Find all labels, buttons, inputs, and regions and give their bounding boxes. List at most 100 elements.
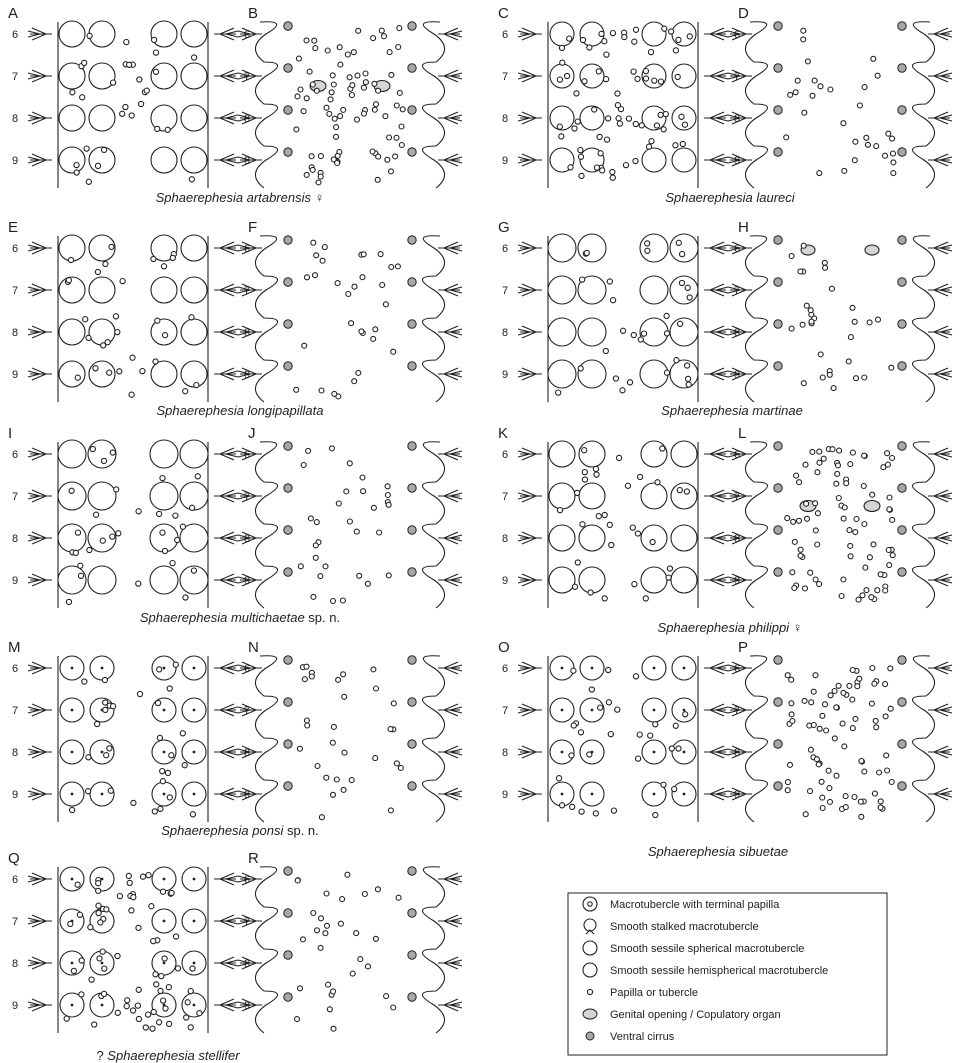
papilla [810, 721, 817, 729]
papilla [614, 706, 621, 713]
papilla [797, 552, 804, 559]
macrotubercle [577, 317, 607, 347]
ventral-cirrus [407, 483, 417, 493]
papilla [65, 598, 73, 606]
papilla [884, 450, 891, 457]
terminal-papilla [652, 750, 656, 754]
ventral-cirrus [407, 739, 417, 749]
parapodium-chaetae [928, 153, 953, 167]
papilla [857, 798, 864, 805]
papilla [395, 43, 402, 51]
papilla [556, 506, 564, 514]
papilla [296, 985, 304, 992]
papilla [598, 30, 605, 38]
papilla [814, 469, 821, 476]
papilla [609, 174, 616, 181]
parapodium-chaetae [727, 153, 752, 167]
papilla [622, 161, 630, 169]
macrotubercle [179, 523, 209, 553]
papilla [644, 247, 651, 254]
papilla [849, 696, 856, 703]
papilla [882, 713, 889, 720]
papilla [95, 887, 102, 895]
macrotubercle [180, 62, 208, 90]
papilla [128, 112, 135, 119]
papilla [156, 666, 163, 673]
ventral-cirrus [407, 63, 417, 73]
legend-item: Papilla or tubercle [586, 987, 698, 999]
macrotubercle [180, 20, 208, 48]
papilla [86, 32, 93, 39]
parapodium-chaetae [237, 111, 262, 125]
ventral-cirrus [773, 21, 783, 31]
papilla [330, 1025, 337, 1032]
parapodium-chaetae [727, 111, 752, 125]
panel-letter: G [498, 219, 510, 236]
parapodium-chaetae [928, 283, 953, 297]
papilla [328, 89, 335, 96]
papilla [884, 461, 891, 468]
papilla [674, 73, 681, 81]
papilla [318, 387, 325, 394]
segment-number: 7 [12, 491, 18, 503]
papilla [597, 704, 604, 711]
papilla [812, 500, 819, 507]
parapodium-chaetae [438, 447, 463, 461]
papilla [673, 357, 680, 364]
ventral-cirrus [897, 781, 907, 791]
parapodium-chaetae [928, 241, 953, 255]
macrotubercle [88, 276, 116, 304]
macrotubercle [670, 524, 698, 552]
ventral-cirrus [897, 441, 907, 451]
copulatory-organ [864, 244, 880, 256]
papilla [390, 1004, 397, 1011]
papilla [834, 462, 842, 469]
papilla [293, 126, 300, 133]
parapodium-chaetae [517, 111, 542, 125]
papilla [398, 141, 405, 149]
parapodium-chaetae [704, 325, 729, 339]
papilla [811, 77, 818, 84]
macrotubercle [640, 440, 668, 468]
papilla [333, 124, 340, 131]
papilla [135, 580, 142, 587]
macrotubercle [548, 566, 576, 594]
papilla [109, 533, 116, 540]
macrotubercle [578, 482, 606, 510]
macrotubercle [669, 233, 699, 263]
macrotubercle [150, 360, 178, 388]
papilla [634, 755, 642, 762]
papilla [348, 320, 355, 327]
macrotubercle [671, 21, 697, 47]
papilla [861, 84, 868, 91]
parapodium-chaetae [438, 787, 463, 801]
papilla [592, 810, 599, 817]
papilla [123, 1002, 130, 1010]
papilla [78, 991, 85, 998]
papilla [103, 906, 110, 913]
ventral-cirrus [407, 277, 417, 287]
macrotubercle [547, 233, 577, 263]
parapodium-chaetae [237, 745, 262, 759]
parapodium-chaetae [928, 661, 953, 675]
papilla [385, 572, 392, 579]
parapodium-chaetae [237, 447, 262, 461]
papilla [574, 559, 581, 566]
parapodium-chaetae [727, 703, 752, 717]
papilla [293, 1016, 301, 1023]
papilla [85, 178, 92, 185]
papilla [602, 347, 609, 355]
papilla [336, 44, 343, 51]
papilla [854, 683, 861, 690]
papilla [665, 574, 672, 581]
papilla [179, 730, 186, 737]
papilla [95, 902, 102, 909]
papilla [317, 915, 325, 922]
papilla [636, 473, 644, 481]
parapodium-chaetae [214, 489, 239, 503]
papilla [307, 515, 314, 522]
segment-number: 9 [502, 575, 508, 587]
